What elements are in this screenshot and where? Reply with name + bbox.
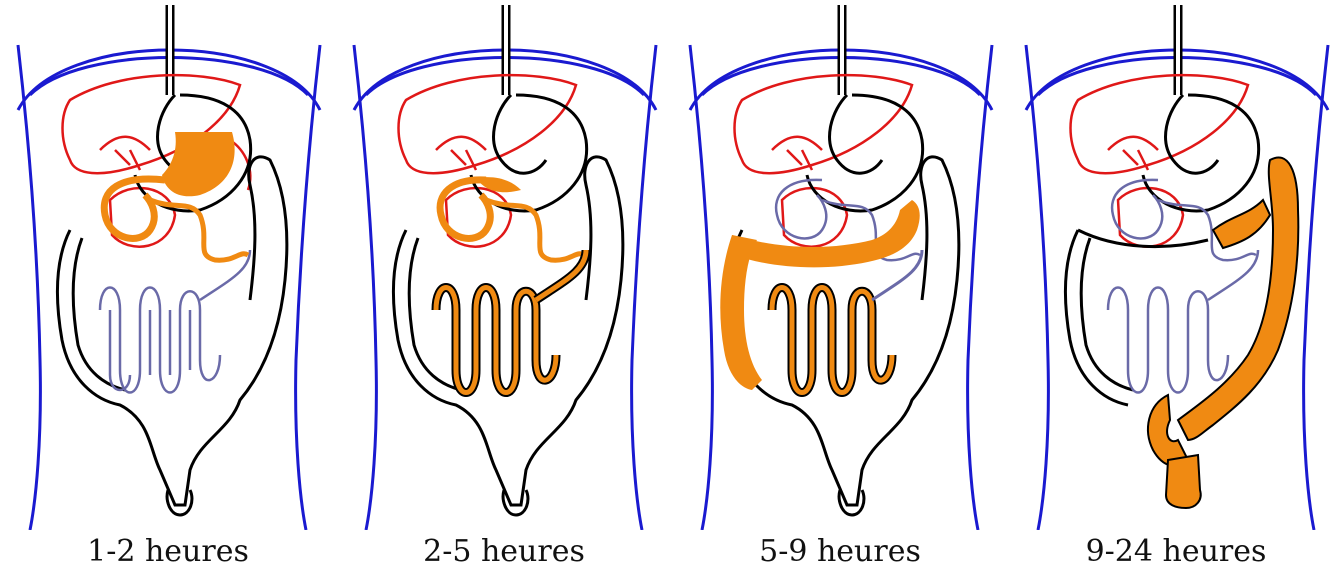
stomach-contents-highlight bbox=[162, 132, 235, 196]
panel-9-24-hours: 9-24 heures bbox=[1008, 0, 1344, 578]
panel-5-9-hours: 5-9 heures bbox=[672, 0, 1008, 578]
panel-2-5-hours: 2-5 heures bbox=[336, 0, 672, 578]
time-label: 2-5 heures bbox=[336, 532, 672, 572]
small-intestine-outline bbox=[772, 250, 922, 393]
transverse-end-highlight bbox=[1213, 200, 1270, 248]
body-right-side bbox=[296, 45, 320, 530]
small-intestine bbox=[100, 250, 250, 393]
abdomen-diagram-4 bbox=[1008, 0, 1344, 530]
abdomen-diagram-2 bbox=[336, 0, 672, 530]
time-label: 9-24 heures bbox=[1008, 532, 1344, 572]
time-label: 1-2 heures bbox=[0, 532, 336, 572]
panel-1-2-hours: 1-2 heures bbox=[0, 0, 336, 578]
rectum-highlight bbox=[1166, 455, 1201, 508]
abdomen-diagram-1 bbox=[0, 0, 336, 530]
small-intestine-highlight bbox=[436, 250, 586, 393]
abdomen-diagram-3 bbox=[672, 0, 1008, 530]
time-label: 5-9 heures bbox=[672, 532, 1008, 572]
sigmoid-colon-highlight bbox=[1148, 395, 1188, 466]
descending-colon-highlight bbox=[1178, 157, 1298, 440]
body-left-side bbox=[18, 45, 40, 530]
